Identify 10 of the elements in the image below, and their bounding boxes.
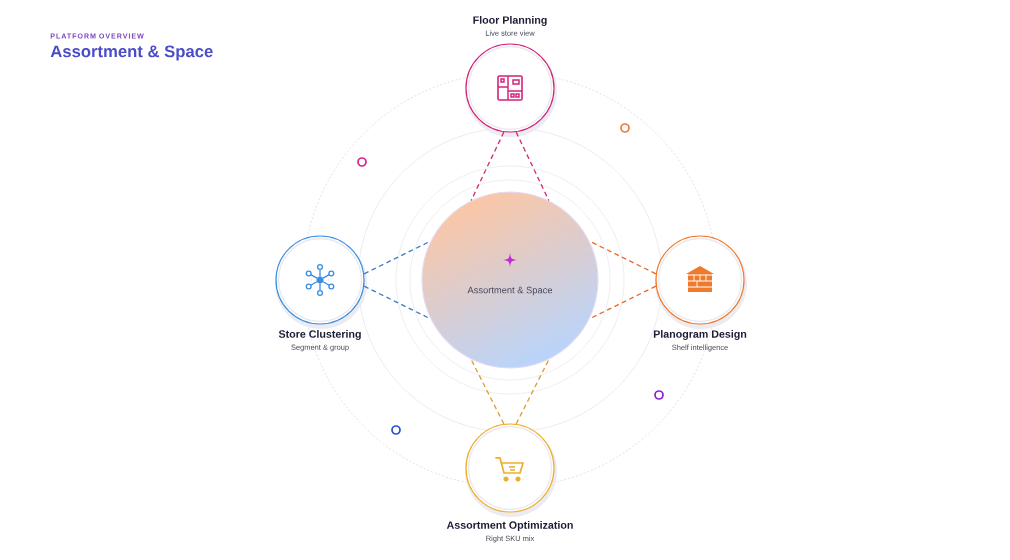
hub-subtitle: Assortment & Space <box>467 286 553 296</box>
dashed-connector <box>515 131 550 202</box>
dashed-connector <box>470 358 505 425</box>
dashed-connector <box>515 358 550 425</box>
module-title: Store Clustering <box>278 330 361 340</box>
module-title: Planogram Design <box>653 330 747 340</box>
module-title: Floor Planning <box>473 16 547 26</box>
dashed-connector <box>470 131 505 202</box>
module-title: Assortment Optimization <box>446 521 573 531</box>
title: Assortment & Space <box>50 45 213 61</box>
